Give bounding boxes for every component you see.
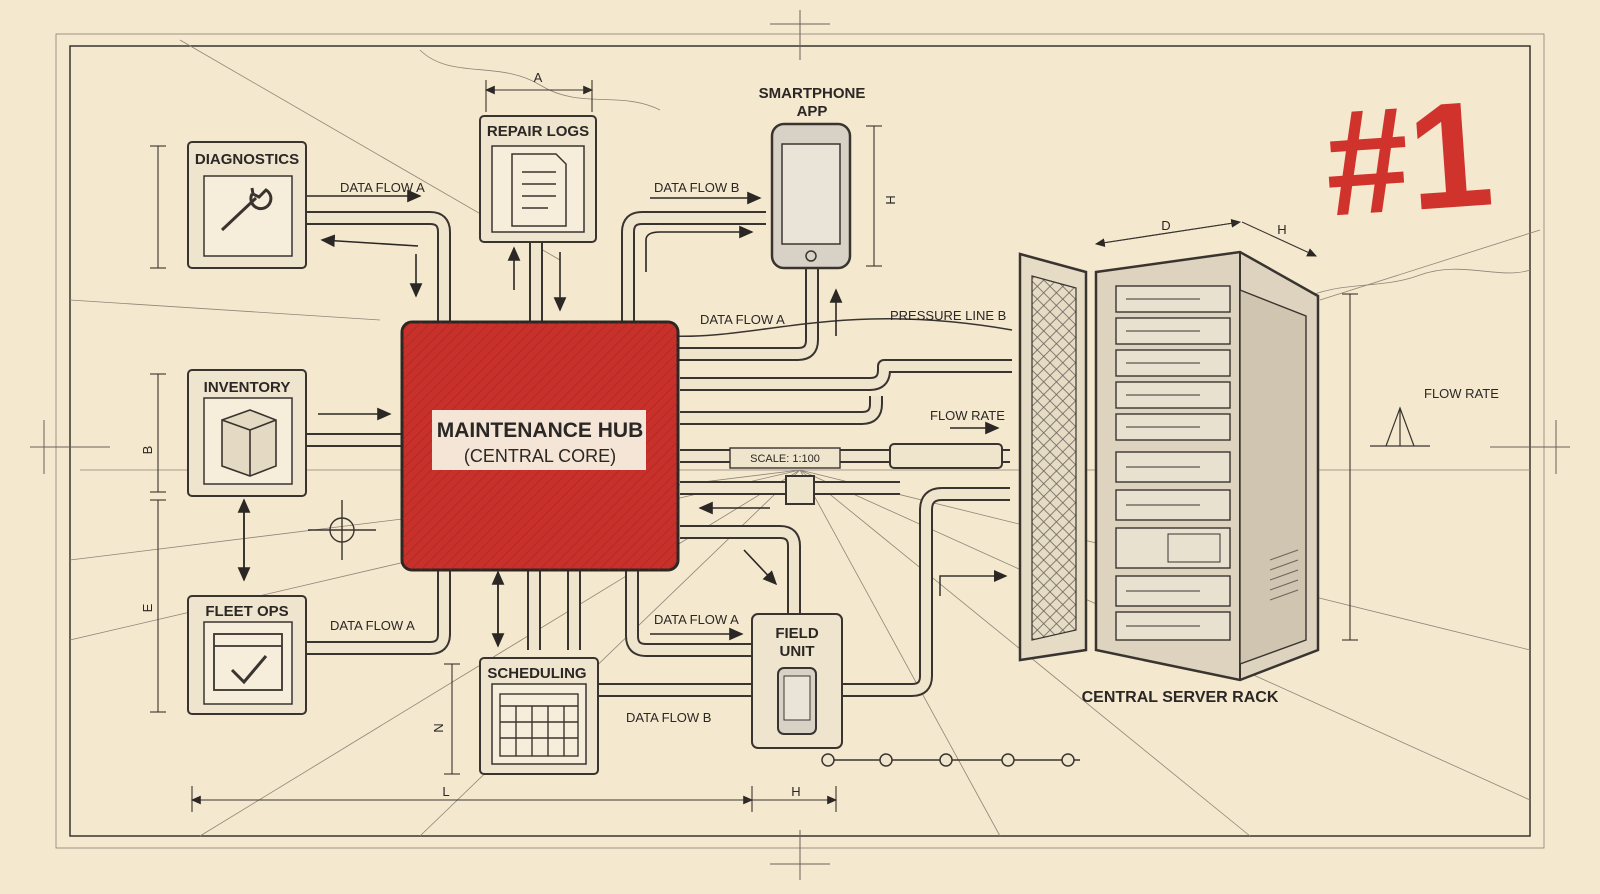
drawing-frame (30, 10, 1570, 880)
smartphone-app-module: SMARTPHONE APP (759, 85, 866, 270)
field-unit-module: FIELD UNIT (751, 613, 843, 749)
central-server-rack: CENTRAL SERVER RACK (1018, 250, 1320, 706)
repair-logs-module: REPAIR LOGS (479, 115, 597, 243)
fleet-ops-flow-label: DATA FLOW A (330, 618, 415, 633)
repair-logs-label: REPAIR LOGS (487, 123, 589, 140)
inventory-label: INVENTORY (204, 379, 291, 396)
maintenance-hub: MAINTENANCE HUB (CENTRAL CORE) (400, 320, 680, 572)
scale-tag: SCALE: 1:100 (729, 447, 841, 469)
flow-rate-label: FLOW RATE (930, 408, 1005, 423)
server-rack-label: CENTRAL SERVER RACK (1082, 689, 1279, 706)
field-unit-label-line2: UNIT (780, 643, 815, 660)
diagnostics-label: DIAGNOSTICS (195, 151, 299, 168)
dimension-labels: A B E H N L H D H (140, 70, 1287, 799)
inventory-module: INVENTORY (187, 369, 307, 497)
scheduling-label: SCHEDULING (487, 665, 586, 682)
fleet-ops-module: FLEET OPS (187, 595, 307, 715)
smartphone-label-line2: APP (797, 103, 828, 120)
app-flow-b-label: DATA FLOW B (654, 180, 739, 195)
flow-arrows (237, 189, 1000, 648)
distant-flow-rate-label: FLOW RATE (1424, 386, 1499, 401)
dim-e-label: E (140, 603, 155, 612)
hub-title: MAINTENANCE HUB (437, 419, 644, 442)
diagnostics-flow-label: DATA FLOW A (340, 180, 425, 195)
target-reticle (308, 500, 376, 560)
dim-n-label: N (431, 723, 446, 732)
scheduling-flow-label: DATA FLOW B (626, 710, 711, 725)
scheduling-module: SCHEDULING (479, 657, 599, 775)
diagnostics-module: DIAGNOSTICS (187, 141, 307, 269)
dim-a-label: A (534, 70, 543, 85)
document-icon (511, 153, 567, 227)
pressure-line-label: PRESSURE LINE B (890, 308, 1006, 323)
rank-badge: #1 (1319, 68, 1497, 247)
scale-label: SCALE: 1:100 (750, 453, 820, 465)
app-flow-a-label: DATA FLOW A (700, 312, 785, 327)
dimension-lines (150, 80, 1358, 812)
hub-subtitle: (CENTRAL CORE) (464, 446, 616, 466)
rack-units (1115, 285, 1231, 641)
smartphone-label-line1: SMARTPHONE (759, 85, 866, 102)
dim-h-field-label: H (791, 784, 800, 799)
dim-h-rack-label: H (1277, 222, 1286, 237)
field-unit-flow-label: DATA FLOW A (654, 612, 739, 627)
calendar-check-icon (213, 633, 283, 691)
distant-tower (1370, 406, 1430, 447)
wrench-icon (220, 187, 273, 232)
flow-labels: DATA FLOW A DATA FLOW B DATA FLOW A PRES… (330, 180, 1499, 725)
dim-h-phone-label: H (883, 195, 898, 204)
calendar-icon (499, 693, 579, 757)
dim-d-label: D (1161, 218, 1170, 233)
box-icon (221, 409, 277, 477)
dim-l-label: L (442, 784, 449, 799)
dim-b-label: B (140, 446, 155, 455)
field-unit-label-line1: FIELD (775, 625, 818, 642)
fleet-ops-label: FLEET OPS (205, 603, 288, 620)
